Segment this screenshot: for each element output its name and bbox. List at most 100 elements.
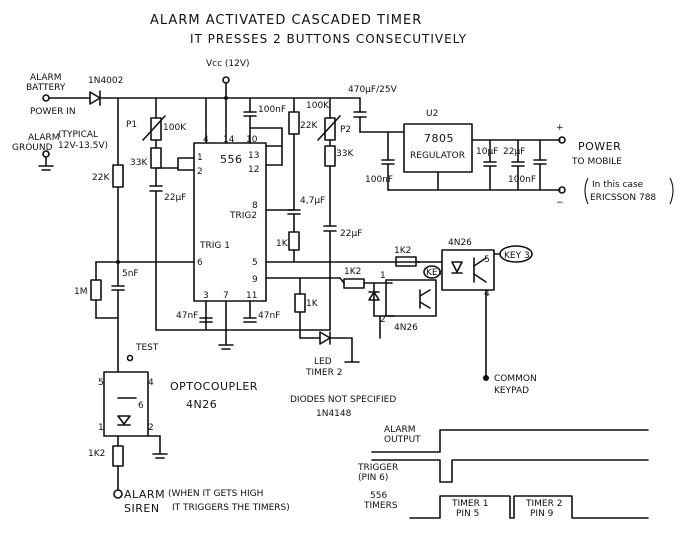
vcc-terminal xyxy=(222,76,230,84)
p1-value: 100K xyxy=(163,123,187,133)
resistor-22k-b xyxy=(288,111,300,135)
trig1-label: TRIG 1 xyxy=(199,241,230,251)
timing-t2-b: PIN 9 xyxy=(530,509,554,519)
led-label-2: TIMER 2 xyxy=(305,368,342,378)
resistor-1m xyxy=(90,279,102,301)
ground-label-1: ALARM xyxy=(28,133,60,143)
cap-470-label: 470µF/25V xyxy=(348,85,398,95)
pin-12: 12 xyxy=(248,165,259,175)
to-mobile-label: TO MOBILE xyxy=(571,157,622,167)
r1k2-b-label: 1K2 xyxy=(344,267,361,277)
pin-11: 11 xyxy=(246,291,257,301)
test-point[interactable] xyxy=(126,354,134,362)
ground-icon xyxy=(38,156,54,171)
led-label-1: LED xyxy=(314,357,332,367)
timing-trigger-2: (PIN 6) xyxy=(358,473,388,483)
optocoupler-4n26-mid xyxy=(385,279,437,317)
c10uf-label: 10µF xyxy=(476,147,498,157)
c100nf-a-label: 100nF xyxy=(258,105,286,115)
diode-1n4002-icon xyxy=(89,90,101,106)
trig2-label: TRIG2 xyxy=(229,211,257,221)
pin-9: 9 xyxy=(252,275,258,285)
c22uf-b-label: 22µF xyxy=(340,229,362,239)
r1k2-a-label: 1K2 xyxy=(394,246,411,256)
typical-label-2: 12V-13.5V) xyxy=(58,141,108,151)
c22uf-a-label: 22µF xyxy=(164,193,186,203)
resistor-22k-a xyxy=(112,164,124,188)
u2-label: U2 xyxy=(426,109,438,119)
waveform-trigger xyxy=(371,459,649,483)
r33k-b-label: 33K xyxy=(336,149,354,159)
timing-t1-a: TIMER 1 xyxy=(451,499,488,509)
potentiometer-p2 xyxy=(324,117,336,141)
c5nf-label: 5nF xyxy=(122,269,139,279)
plus-sign: + xyxy=(556,123,564,133)
opto-mid-pin1: 1 xyxy=(380,271,386,281)
power-out-plus-terminal xyxy=(558,136,566,144)
siren-label-2: SIREN xyxy=(124,502,160,515)
regulator-label: REGULATOR xyxy=(410,151,465,161)
r22k-b-label: 22K xyxy=(300,121,318,131)
diodes-note-2: 1N4148 xyxy=(316,409,352,419)
vcc-label: Vcc (12V) xyxy=(206,59,250,69)
optocoupler-part: 4N26 xyxy=(186,398,217,411)
in-case-label-2: ERICSSON 788 xyxy=(590,193,656,203)
opto-bottom-pin4: 4 xyxy=(148,378,154,388)
power-in-label: POWER IN xyxy=(30,107,76,117)
optocoupler-4n26-bottom xyxy=(103,371,149,437)
waveform-timers xyxy=(409,495,649,519)
opto-top-label: 4N26 xyxy=(448,238,472,248)
battery-label-2: BATTERY xyxy=(26,83,66,93)
resistor-1k2-b xyxy=(343,278,365,289)
in-case-label-1: In this case xyxy=(592,180,644,190)
pin-7: 7 xyxy=(223,291,229,301)
ground-icon xyxy=(218,344,234,350)
pin-14: 14 xyxy=(223,135,235,145)
pin-8: 8 xyxy=(252,201,258,211)
alarm-siren-terminal xyxy=(113,489,123,499)
common-label-1: COMMON xyxy=(494,374,537,384)
regulator-part: 7805 xyxy=(424,132,454,145)
protection-diode-icon xyxy=(368,291,380,301)
opto-mid-label: 4N26 xyxy=(394,323,418,333)
r1k-b-label: 1K xyxy=(306,299,319,309)
diodes-note-1: DIODES NOT SPECIFIED xyxy=(290,395,396,405)
timing-trigger-1: TRIGGER xyxy=(357,463,398,473)
opto-bottom-pin5: 5 xyxy=(98,378,104,388)
ic-556-label: 556 xyxy=(220,153,243,166)
r33k-a-label: 33K xyxy=(130,158,148,168)
typical-label-1: (TYPICAL xyxy=(58,130,98,140)
c100nf-b-label: 100nF xyxy=(365,175,393,185)
diagram-title: ALARM ACTIVATED CASCADED TIMER xyxy=(150,13,422,28)
pin-10: 10 xyxy=(246,135,258,145)
timing-alarm-output-2: OUTPUT xyxy=(384,435,421,445)
opto-bottom-pin1: 1 xyxy=(98,423,104,433)
pin-1: 1 xyxy=(197,153,203,163)
pin-5: 5 xyxy=(252,258,258,268)
test-label: TEST xyxy=(135,343,159,353)
minus-sign: − xyxy=(556,198,564,208)
resistor-33k-a xyxy=(150,147,162,169)
key-terminal xyxy=(423,265,441,279)
diagram-subtitle: IT PRESSES 2 BUTTONS CONSECUTIVELY xyxy=(190,32,467,46)
c100nf-c-label: 100nF xyxy=(508,175,536,185)
timing-t1-b: PIN 5 xyxy=(456,509,479,519)
opto-mid-pin2: 2 xyxy=(380,315,386,325)
r22k-a-label: 22K xyxy=(92,173,110,183)
timing-timers-1: 556 xyxy=(370,491,387,501)
common-keypad-terminal xyxy=(483,375,489,381)
opto-bottom-led-icon xyxy=(117,415,131,426)
power-in-terminal xyxy=(42,94,50,102)
pin-3: 3 xyxy=(203,291,209,301)
siren-note-2: IT TRIGGERS THE TIMERS) xyxy=(172,503,290,513)
resistor-1k2-c xyxy=(112,445,124,467)
ic-556-body xyxy=(193,142,267,302)
p1-label: P1 xyxy=(126,120,137,130)
opto-top-pin4: 4 xyxy=(484,289,490,299)
p2-label: P2 xyxy=(340,125,351,135)
c47nf-a-label: 47nF xyxy=(176,311,198,321)
r1k2-c-label: 1K2 xyxy=(88,449,105,459)
resistor-1k-a xyxy=(288,231,300,251)
key-label: KEY xyxy=(426,268,444,278)
